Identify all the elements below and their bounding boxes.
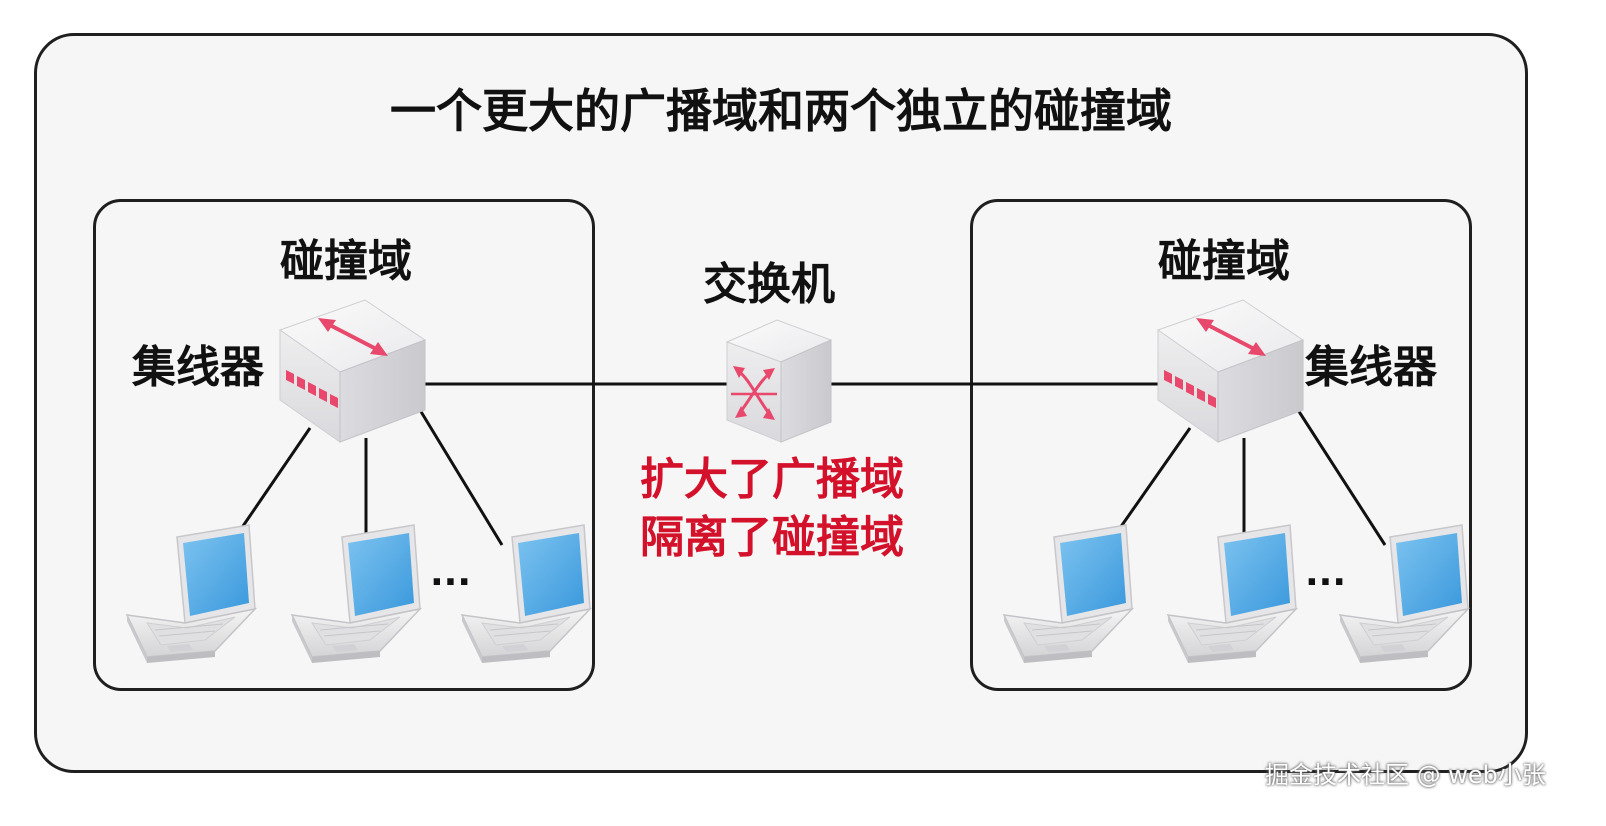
laptop-icon xyxy=(1167,524,1297,664)
laptop-icon xyxy=(461,524,591,664)
laptop-icon xyxy=(1339,524,1469,664)
laptop-icon xyxy=(291,524,421,664)
diagram-title: 一个更大的广播域和两个独立的碰撞域 xyxy=(390,84,1172,138)
link-right-laptop-3 xyxy=(1296,409,1387,546)
laptop-icon xyxy=(126,524,256,664)
laptop-icon xyxy=(1003,524,1133,664)
switch-label: 交换机 xyxy=(703,259,835,310)
left-ellipsis: ··· xyxy=(430,562,472,603)
switch-note-collision: 隔离了碰撞域 xyxy=(640,512,904,563)
left-hub-label: 集线器 xyxy=(132,342,264,393)
right-hub-label: 集线器 xyxy=(1305,342,1437,393)
left-collision-domain-box xyxy=(93,199,595,691)
link-left-laptop-3 xyxy=(418,409,504,546)
switch-icon xyxy=(725,318,833,444)
hub-icon xyxy=(278,298,427,444)
left-collision-domain-label: 碰撞域 xyxy=(280,236,412,287)
right-collision-domain-label: 碰撞域 xyxy=(1158,236,1290,287)
switch-note-broadcast: 扩大了广播域 xyxy=(640,454,904,505)
watermark: 掘金技术社区 @ web小张 xyxy=(1265,761,1546,789)
hub-icon xyxy=(1156,298,1305,444)
right-collision-domain-box xyxy=(970,199,1472,691)
right-ellipsis: ··· xyxy=(1305,562,1347,603)
